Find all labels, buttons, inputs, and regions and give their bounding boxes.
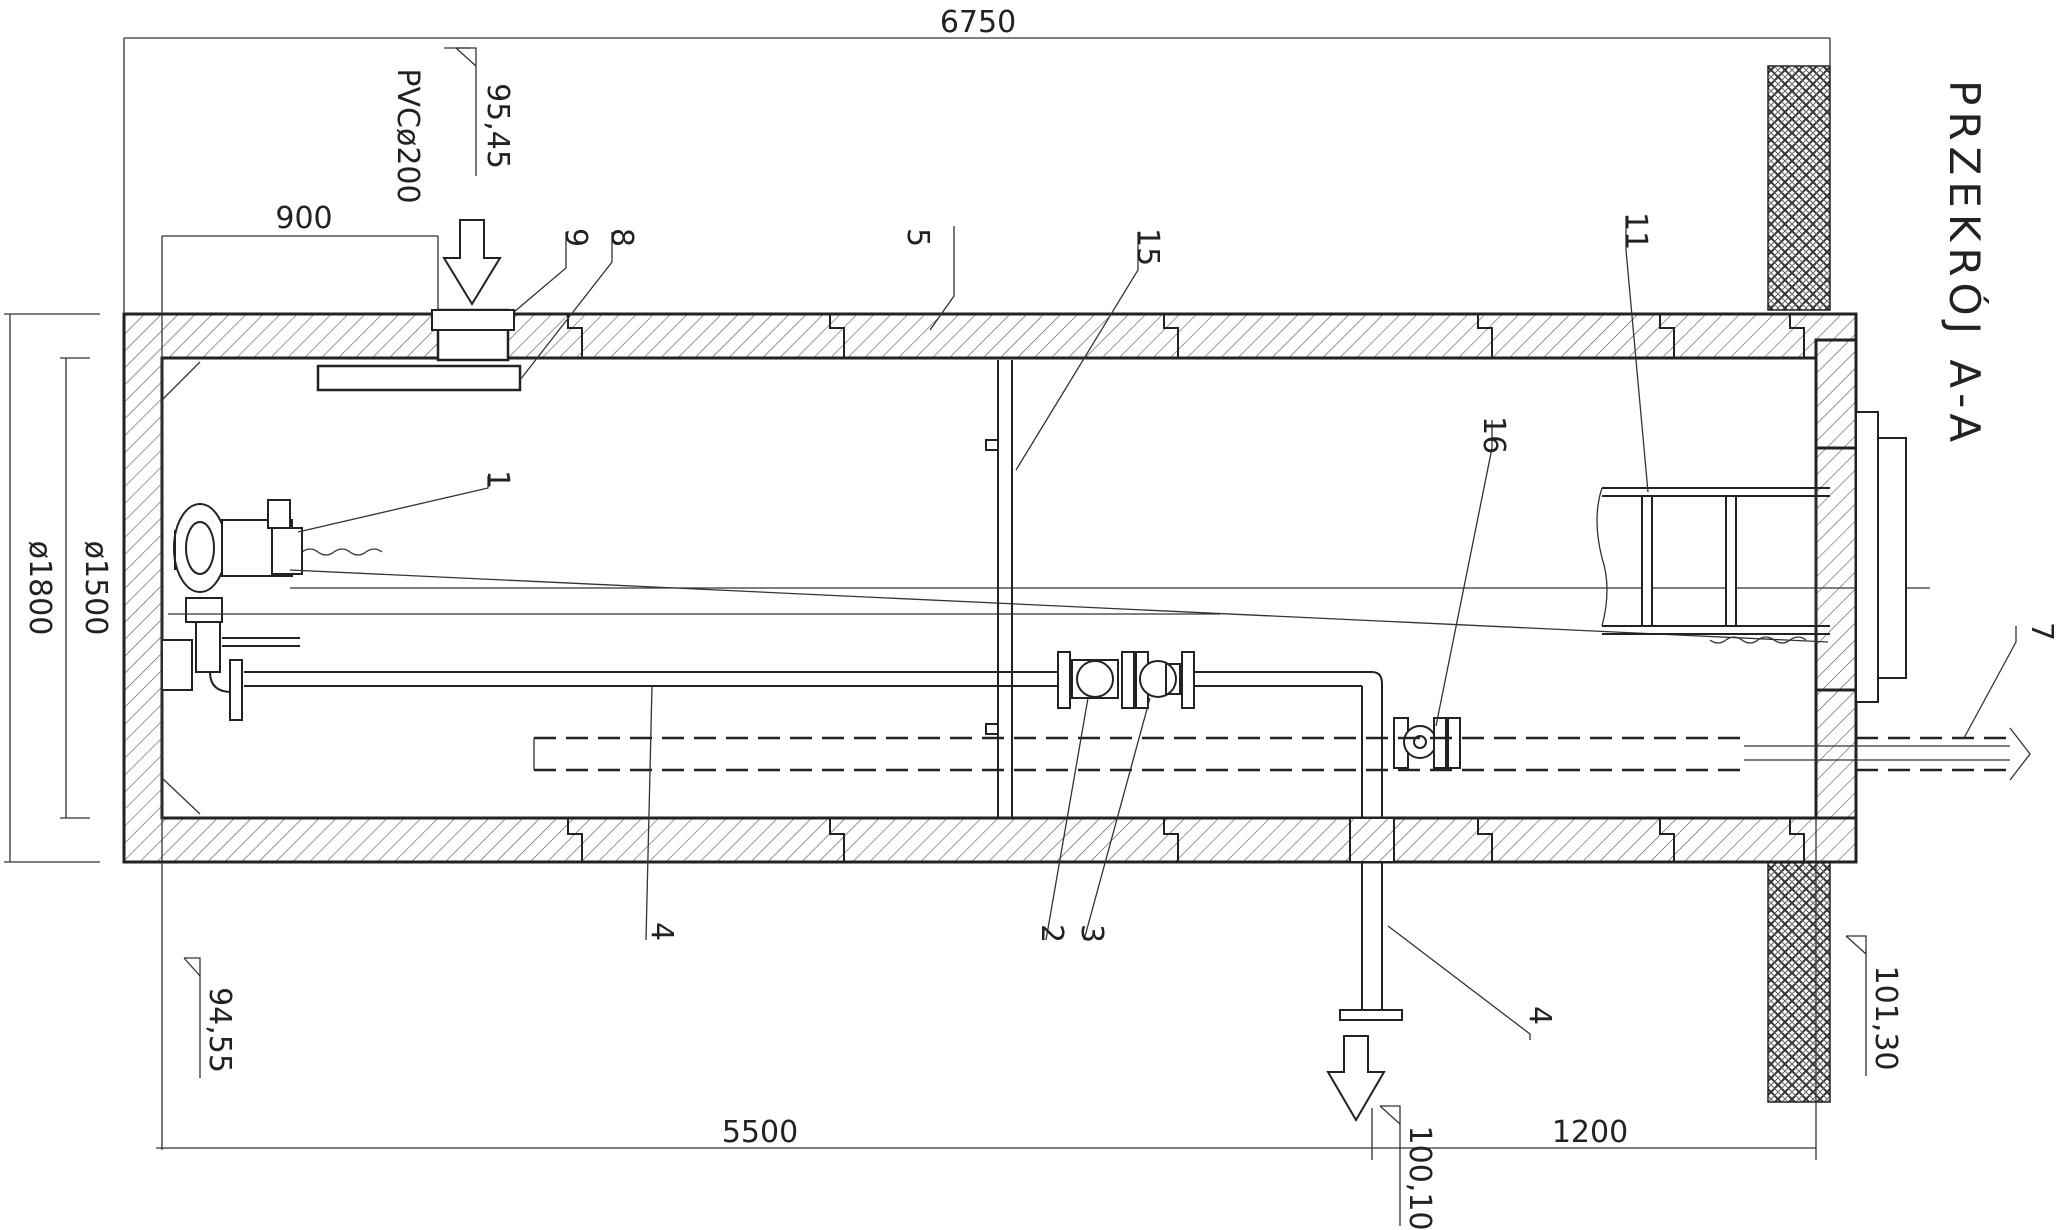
pump-guide-rope [289,569,1829,643]
dim-inlet-offset: 900 [275,201,332,236]
inlet-plate [316,364,522,392]
outlet-arrow-icon [1326,1035,1386,1122]
overflow-pipe [533,727,2031,781]
chamfer-top-left [161,361,201,401]
ground-soil-bottom [1767,859,1831,1103]
inlet-pipe-label: PVCø200 [390,68,425,203]
callout-4b: 4 [1522,1006,1557,1025]
section-title: PRZEKRÓJ A-A [1940,80,1990,448]
valve-16 [1393,717,1461,769]
guide-rail [985,360,1013,818]
pump-assembly [161,499,383,721]
callout-labels: 1 9 8 5 15 11 16 4 2 3 4 7 [480,212,2059,1025]
callout-2: 2 [1034,924,1069,943]
ground-soil-top [1767,65,1831,311]
chamfer-bottom-left [161,777,201,815]
inlet-pipe [316,219,522,392]
callout-9: 9 [558,228,593,247]
callout-7: 7 [2024,622,2059,641]
callout-3: 3 [1074,924,1109,943]
callout-11: 11 [1618,212,1653,250]
callout-1: 1 [480,470,515,489]
callout-16: 16 [1476,416,1511,454]
discharge-pipe [244,671,1403,1021]
level-outlet: 100,10 [1402,1126,1437,1230]
level-ground-right: 101,30 [1868,966,1903,1071]
callout-4a: 4 [644,922,679,941]
dimension-lines [4,37,1831,1160]
manhole-cover [1855,411,1907,703]
wall-joints [567,314,1805,862]
valves [1057,651,1195,709]
ladder [1596,487,1830,644]
leader-lines [297,216,2017,1040]
dim-left-length: 5500 [722,1115,798,1150]
right-end-wall [1814,338,1858,450]
callout-8: 8 [604,228,639,247]
level-inlet: 95,45 [480,83,515,169]
dim-outer-diameter: ø1800 [22,541,57,636]
dim-right-length: 1200 [1552,1115,1628,1150]
dim-overall-length: 6750 [940,5,1016,40]
callout-5: 5 [900,228,935,247]
callout-15: 15 [1130,228,1165,266]
overflow-arrow-icon [2009,727,2031,781]
level-bottom: 94,55 [202,987,237,1073]
right-end-wall-lower [1814,688,1858,820]
level-markers [183,47,1867,1226]
dim-inner-diameter: ø1500 [78,541,113,636]
inlet-arrow-icon [442,219,502,306]
